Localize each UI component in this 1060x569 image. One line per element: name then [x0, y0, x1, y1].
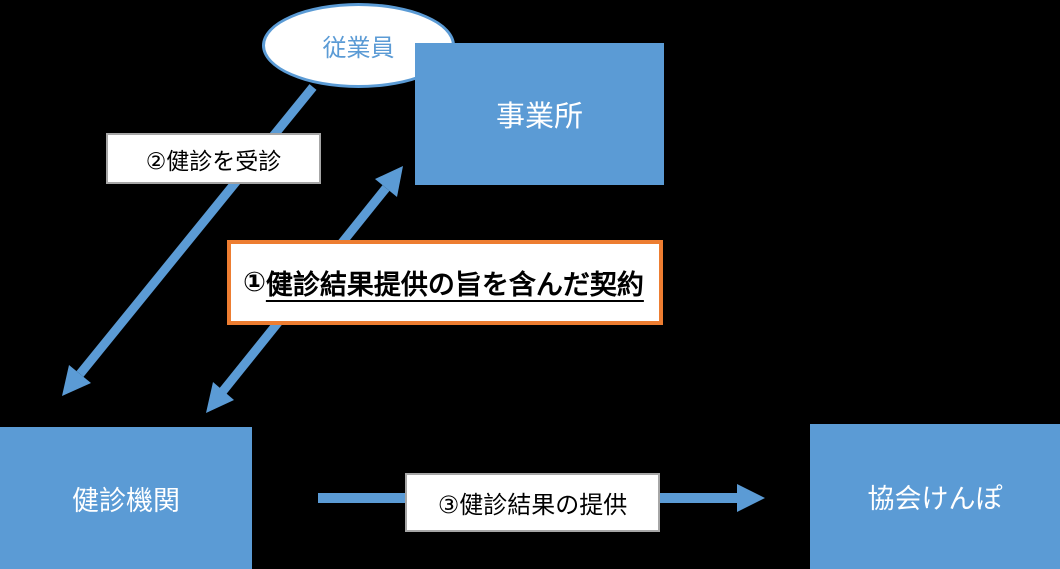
label-step3: ③健診結果の提供: [405, 473, 660, 532]
node-kyokai-kenpo: 協会けんぽ: [810, 424, 1060, 569]
node-exam-org-label: 健診機関: [72, 485, 180, 516]
label-step1-text: 健診結果提供の旨を含んだ契約: [265, 270, 644, 300]
node-office-label: 事業所: [495, 101, 583, 133]
label-step2-text: ②健診を受診: [145, 147, 282, 174]
label-step2: ②健診を受診: [106, 133, 321, 184]
node-office: 事業所: [415, 43, 664, 185]
label-step1-number: ①: [243, 267, 266, 297]
node-kyokai-kenpo-label: 協会けんぽ: [867, 484, 1003, 514]
label-step3-text: ③健診結果の提供: [437, 492, 628, 519]
node-exam-org: 健診機関: [0, 427, 252, 569]
node-employee-label: 従業員: [322, 35, 395, 62]
